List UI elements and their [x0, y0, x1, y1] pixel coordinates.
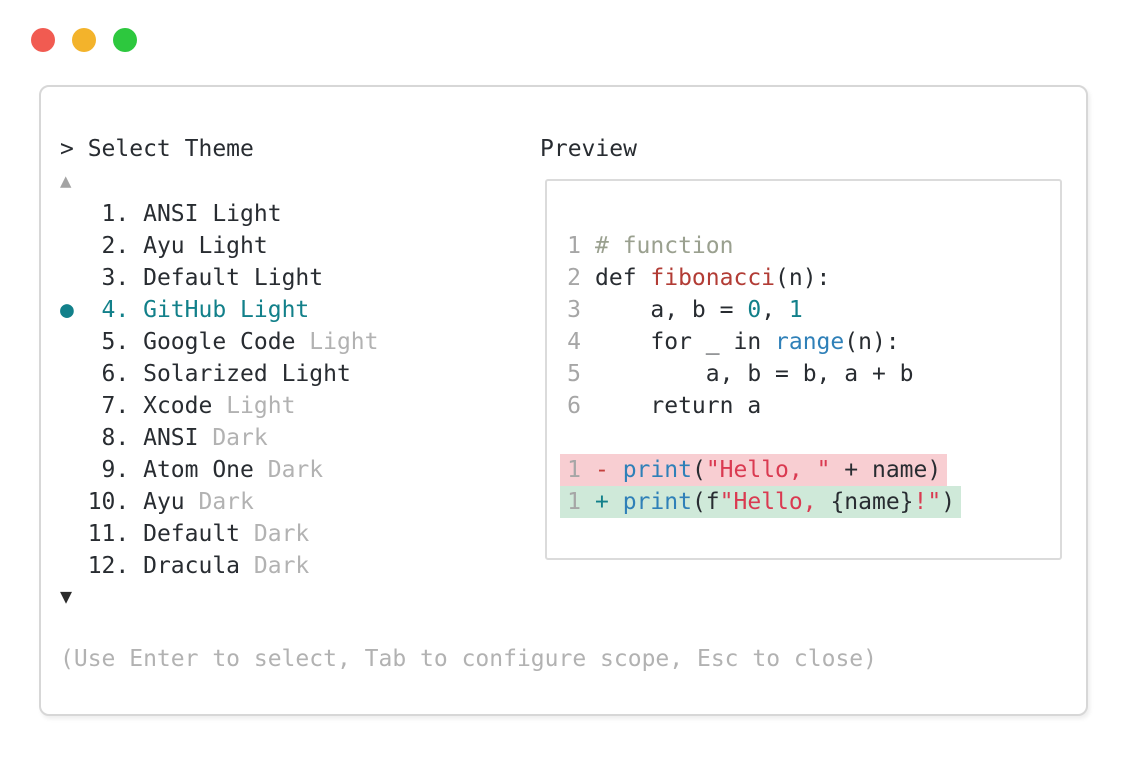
theme-item-ansi-light[interactable]: 1. ANSI Light — [60, 198, 520, 230]
code-text: for _ in range(n): — [595, 329, 900, 355]
item-number: 1. — [60, 201, 144, 227]
theme-picker-panel: > Select Theme Preview ▲ 1. ANSI Light 2… — [39, 85, 1088, 716]
code-line — [567, 422, 595, 454]
code-line: 1 # function — [567, 230, 733, 262]
code-line: 4 for _ in range(n): — [567, 326, 900, 358]
line-number: 1 — [567, 489, 581, 515]
line-number: 1 — [567, 457, 581, 483]
theme-name-muted: Light — [295, 329, 379, 355]
diff-add-line: 1 + print(f"Hello, {name}!") — [560, 486, 962, 518]
theme-item-default[interactable]: 11. Default Dark — [60, 518, 520, 550]
scroll-down-icon[interactable]: ▼ — [60, 584, 73, 608]
window-controls — [31, 28, 137, 52]
line-number: 2 — [567, 265, 581, 291]
theme-name: Dracula — [143, 553, 241, 579]
theme-name: Xcode — [143, 393, 213, 419]
item-number: 3. — [60, 265, 144, 291]
item-number: 9. — [60, 457, 144, 483]
theme-item-google-code[interactable]: 5. Google Code Light — [60, 326, 520, 358]
theme-name: ANSI Light — [143, 201, 282, 227]
minimize-button[interactable] — [72, 28, 96, 52]
code-text: def fibonacci(n): — [595, 265, 831, 291]
line-number: 5 — [567, 361, 581, 387]
code-line: 6 return a — [567, 390, 761, 422]
theme-item-atom-one[interactable]: 9. Atom One Dark — [60, 454, 520, 486]
theme-name-muted: Dark — [184, 489, 254, 515]
theme-name-muted: Dark — [240, 521, 310, 547]
code-preview: 1 # function 2 def fibonacci(n): 3 a, b = 0,… — [545, 179, 1062, 560]
theme-name: Default — [143, 521, 241, 547]
theme-item-default-light[interactable]: 3. Default Light — [60, 262, 520, 294]
theme-name-muted: Light — [212, 393, 296, 419]
item-number: 10. — [60, 489, 144, 515]
code-text: a, b = 0, 1 — [595, 297, 803, 323]
close-button[interactable] — [31, 28, 55, 52]
code-line: 5 a, b = b, a + b — [567, 358, 914, 390]
theme-name-muted: Dark — [240, 553, 310, 579]
code-text: return a — [595, 393, 762, 419]
code-text: - print("Hello, " + name) — [595, 457, 942, 483]
theme-name: Ayu Light — [143, 233, 268, 259]
line-number — [567, 422, 581, 454]
line-number: 4 — [567, 329, 581, 355]
theme-name: Google Code — [143, 329, 296, 355]
code-text: # function — [595, 233, 734, 259]
theme-name: Solarized Light — [143, 361, 351, 387]
theme-name: ANSI — [143, 425, 199, 451]
zoom-button[interactable] — [113, 28, 137, 52]
theme-item-ayu[interactable]: 10. Ayu Dark — [60, 486, 520, 518]
theme-item-ansi[interactable]: 8. ANSI Dark — [60, 422, 520, 454]
theme-list: 1. ANSI Light 2. Ayu Light 3. Default Li… — [60, 198, 520, 582]
keyboard-hint: (Use Enter to select, Tab to configure s… — [60, 646, 877, 672]
theme-item-xcode[interactable]: 7. Xcode Light — [60, 390, 520, 422]
theme-item-ayu-light[interactable]: 2. Ayu Light — [60, 230, 520, 262]
item-number: 6. — [60, 361, 144, 387]
selected-marker-icon: ● 4. — [60, 297, 144, 323]
line-number: 6 — [567, 393, 581, 419]
code-text: a, b = b, a + b — [595, 361, 914, 387]
preview-label: Preview — [540, 136, 637, 162]
theme-name: Default Light — [143, 265, 324, 291]
item-number: 12. — [60, 553, 144, 579]
theme-name: GitHub Light — [143, 297, 310, 323]
item-number: 11. — [60, 521, 144, 547]
item-number: 7. — [60, 393, 144, 419]
theme-name-muted: Dark — [198, 425, 268, 451]
theme-item-dracula[interactable]: 12. Dracula Dark — [60, 550, 520, 582]
line-number: 3 — [567, 297, 581, 323]
theme-name: Ayu — [143, 489, 185, 515]
code-text: + print(f"Hello, {name}!") — [595, 489, 956, 515]
scroll-up-icon[interactable]: ▲ — [60, 170, 72, 192]
code-line: 3 a, b = 0, 1 — [567, 294, 803, 326]
item-number: 8. — [60, 425, 144, 451]
theme-name: Atom One — [143, 457, 254, 483]
theme-item-solarized-light[interactable]: 6. Solarized Light — [60, 358, 520, 390]
diff-del-line: 1 - print("Hello, " + name) — [560, 454, 948, 486]
theme-name-muted: Dark — [253, 457, 324, 483]
code-line: 2 def fibonacci(n): — [567, 262, 830, 294]
theme-item-github-light[interactable]: ● 4. GitHub Light — [60, 294, 520, 326]
item-number: 2. — [60, 233, 144, 259]
panel-title: > Select Theme — [60, 136, 254, 162]
line-number: 1 — [567, 233, 581, 259]
item-number: 5. — [60, 329, 144, 355]
